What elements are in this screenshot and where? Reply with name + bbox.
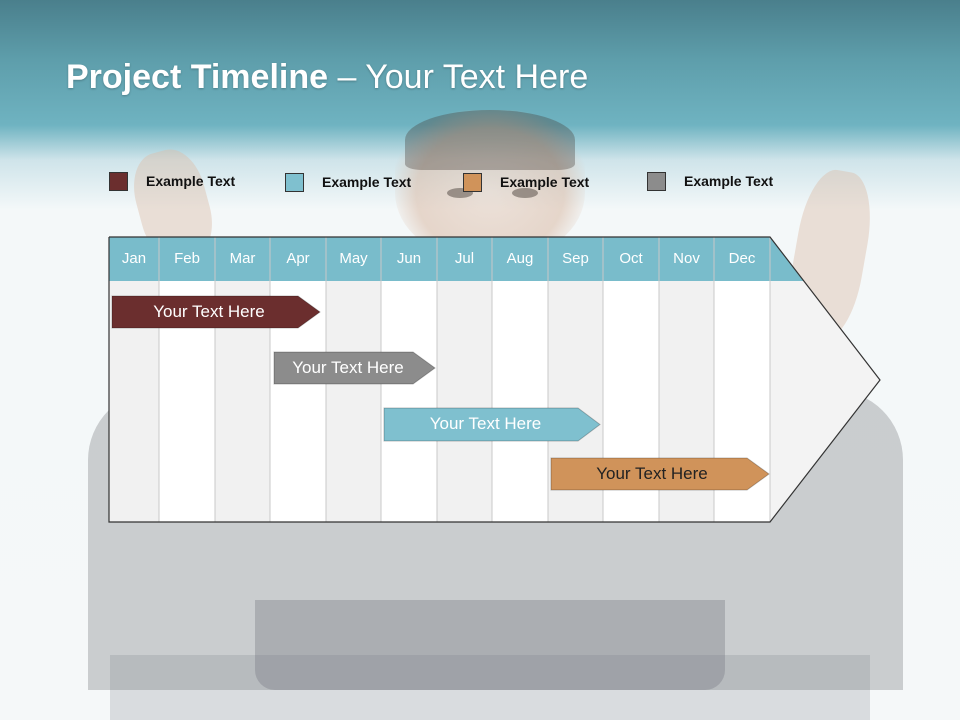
task-bar-4 (550, 457, 770, 491)
month-header-cell-11 (659, 237, 714, 281)
month-label-jul: Jul (454, 250, 475, 267)
month-header-cell-10 (603, 237, 659, 281)
arrow-head-fill (770, 237, 880, 522)
month-label-may: May (339, 250, 368, 267)
month-header-cell-9 (548, 237, 603, 281)
legend-item-2: Example Text (285, 171, 411, 193)
task-bar-3 (383, 407, 601, 442)
legend-item-3: Example Text (463, 171, 589, 193)
legend-label-1: Example Text (146, 173, 236, 189)
month-column-7 (437, 281, 492, 522)
background-desk (110, 655, 870, 720)
background-person-eye-right (512, 188, 538, 198)
month-header-cell-1 (109, 237, 159, 281)
month-label-feb: Feb (174, 250, 200, 267)
background-person-head (395, 110, 585, 260)
slide-title[interactable]: Project Timeline – Your Text Here (66, 58, 588, 104)
month-header-cell-2 (159, 237, 215, 281)
task-bar-2 (273, 351, 436, 385)
month-column-5 (326, 281, 381, 522)
month-label-oct: Oct (619, 250, 643, 267)
month-label-jun: Jun (396, 250, 422, 267)
month-header-cell-3 (215, 237, 270, 281)
month-header-cell-4 (270, 237, 326, 281)
month-label-apr: Apr (286, 250, 310, 267)
legend-label-4: Example Text (684, 173, 774, 189)
month-label-sep: Sep (562, 250, 589, 267)
month-header-cell-6 (381, 237, 437, 281)
task-label-4[interactable]: Your Text Here (596, 464, 708, 483)
legend-swatch-2 (285, 172, 304, 192)
legend-item-4: Example Text (647, 170, 773, 192)
month-label-jan: Jan (121, 250, 147, 267)
legend-swatch-3 (463, 172, 482, 192)
month-label-dec: Dec (728, 250, 756, 267)
arrow-outline (108, 236, 881, 523)
legend-swatch-4 (647, 171, 666, 191)
month-label-aug: Aug (506, 250, 534, 267)
month-column-6 (381, 281, 437, 522)
legend-swatch-1 (109, 171, 128, 191)
background-person-hair (405, 110, 575, 170)
month-header-cell-5 (326, 237, 381, 281)
legend-label-2: Example Text (322, 174, 412, 190)
background-person-lower (255, 600, 725, 690)
month-header-cell-7 (437, 237, 492, 281)
month-header-cell-12 (714, 237, 770, 281)
background-person-eye-left (447, 188, 473, 198)
task-bar-1 (111, 295, 321, 329)
legend-label-3: Example Text (500, 174, 590, 190)
month-column-8 (492, 281, 548, 522)
month-label-nov: Nov (673, 250, 700, 267)
task-label-1[interactable]: Your Text Here (153, 302, 265, 321)
slide-title-rest: – Your Text Here (328, 58, 589, 96)
month-label-mar: Mar (229, 250, 256, 267)
slide-title-bold: Project Timeline (66, 58, 329, 96)
task-label-2[interactable]: Your Text Here (292, 358, 404, 377)
legend-item-1: Example Text (109, 170, 235, 192)
task-label-3[interactable]: Your Text Here (429, 414, 542, 433)
month-header-cell-8 (492, 237, 548, 281)
